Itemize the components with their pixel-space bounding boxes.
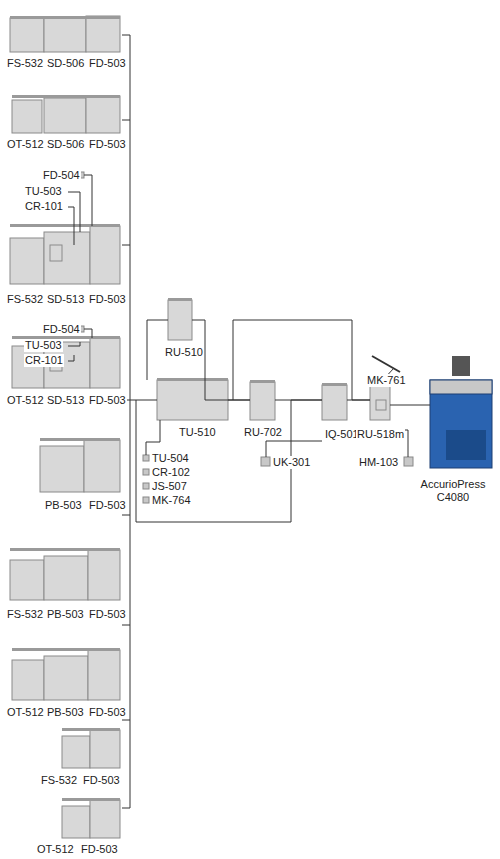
part-label: MK-761 [366,374,407,387]
part-label: AccurioPress C4080 [416,478,490,504]
part-label: HM-103 [358,456,399,469]
part-label: FD-503 [82,774,121,787]
part-label: SD-506 [46,138,85,151]
part-label: FS-532 [40,774,78,787]
part-label: FD-503 [80,843,119,856]
part-label: IQ-501 [324,428,360,441]
part-label: FD-503 [88,608,127,621]
part-label: OT-512 [6,394,45,407]
part-label: PB-503 [44,499,83,512]
part-label: FD-503 [88,293,127,306]
part-label: PB-503 [46,608,85,621]
part-label: RU-510 [164,346,204,359]
part-label: TU-510 [178,426,217,439]
part-label: TU-503 [24,339,63,352]
part-label: PB-503 [46,706,85,719]
part-label: TU-503 [24,185,63,198]
part-label: FD-503 [88,706,127,719]
part-label: FD-504 [42,323,81,336]
part-label: FD-504 [42,169,81,182]
part-label: CR-101 [24,200,64,213]
part-label: FD-503 [88,138,127,151]
part-label: OT-512 [6,138,45,151]
part-label: MK-764 [151,494,192,507]
part-label: OT-512 [6,706,45,719]
part-label: RU-702 [243,426,283,439]
part-label: FD-503 [88,499,127,512]
part-label: OT-512 [36,843,75,856]
part-label: FD-503 [88,394,127,407]
part-label: FS-532 [6,608,44,621]
part-label: FD-503 [88,57,127,70]
part-label: RU-518m [356,428,405,441]
part-label: TU-504 [151,452,190,465]
part-label: CR-102 [151,466,191,479]
part-label: FS-532 [6,293,44,306]
part-label: SD-513 [46,293,85,306]
part-label: SD-513 [46,394,85,407]
part-label: SD-506 [46,57,85,70]
part-label: FS-532 [6,57,44,70]
part-label: CR-101 [24,354,64,367]
part-label: UK-301 [272,456,311,469]
part-label: JS-507 [151,480,188,493]
